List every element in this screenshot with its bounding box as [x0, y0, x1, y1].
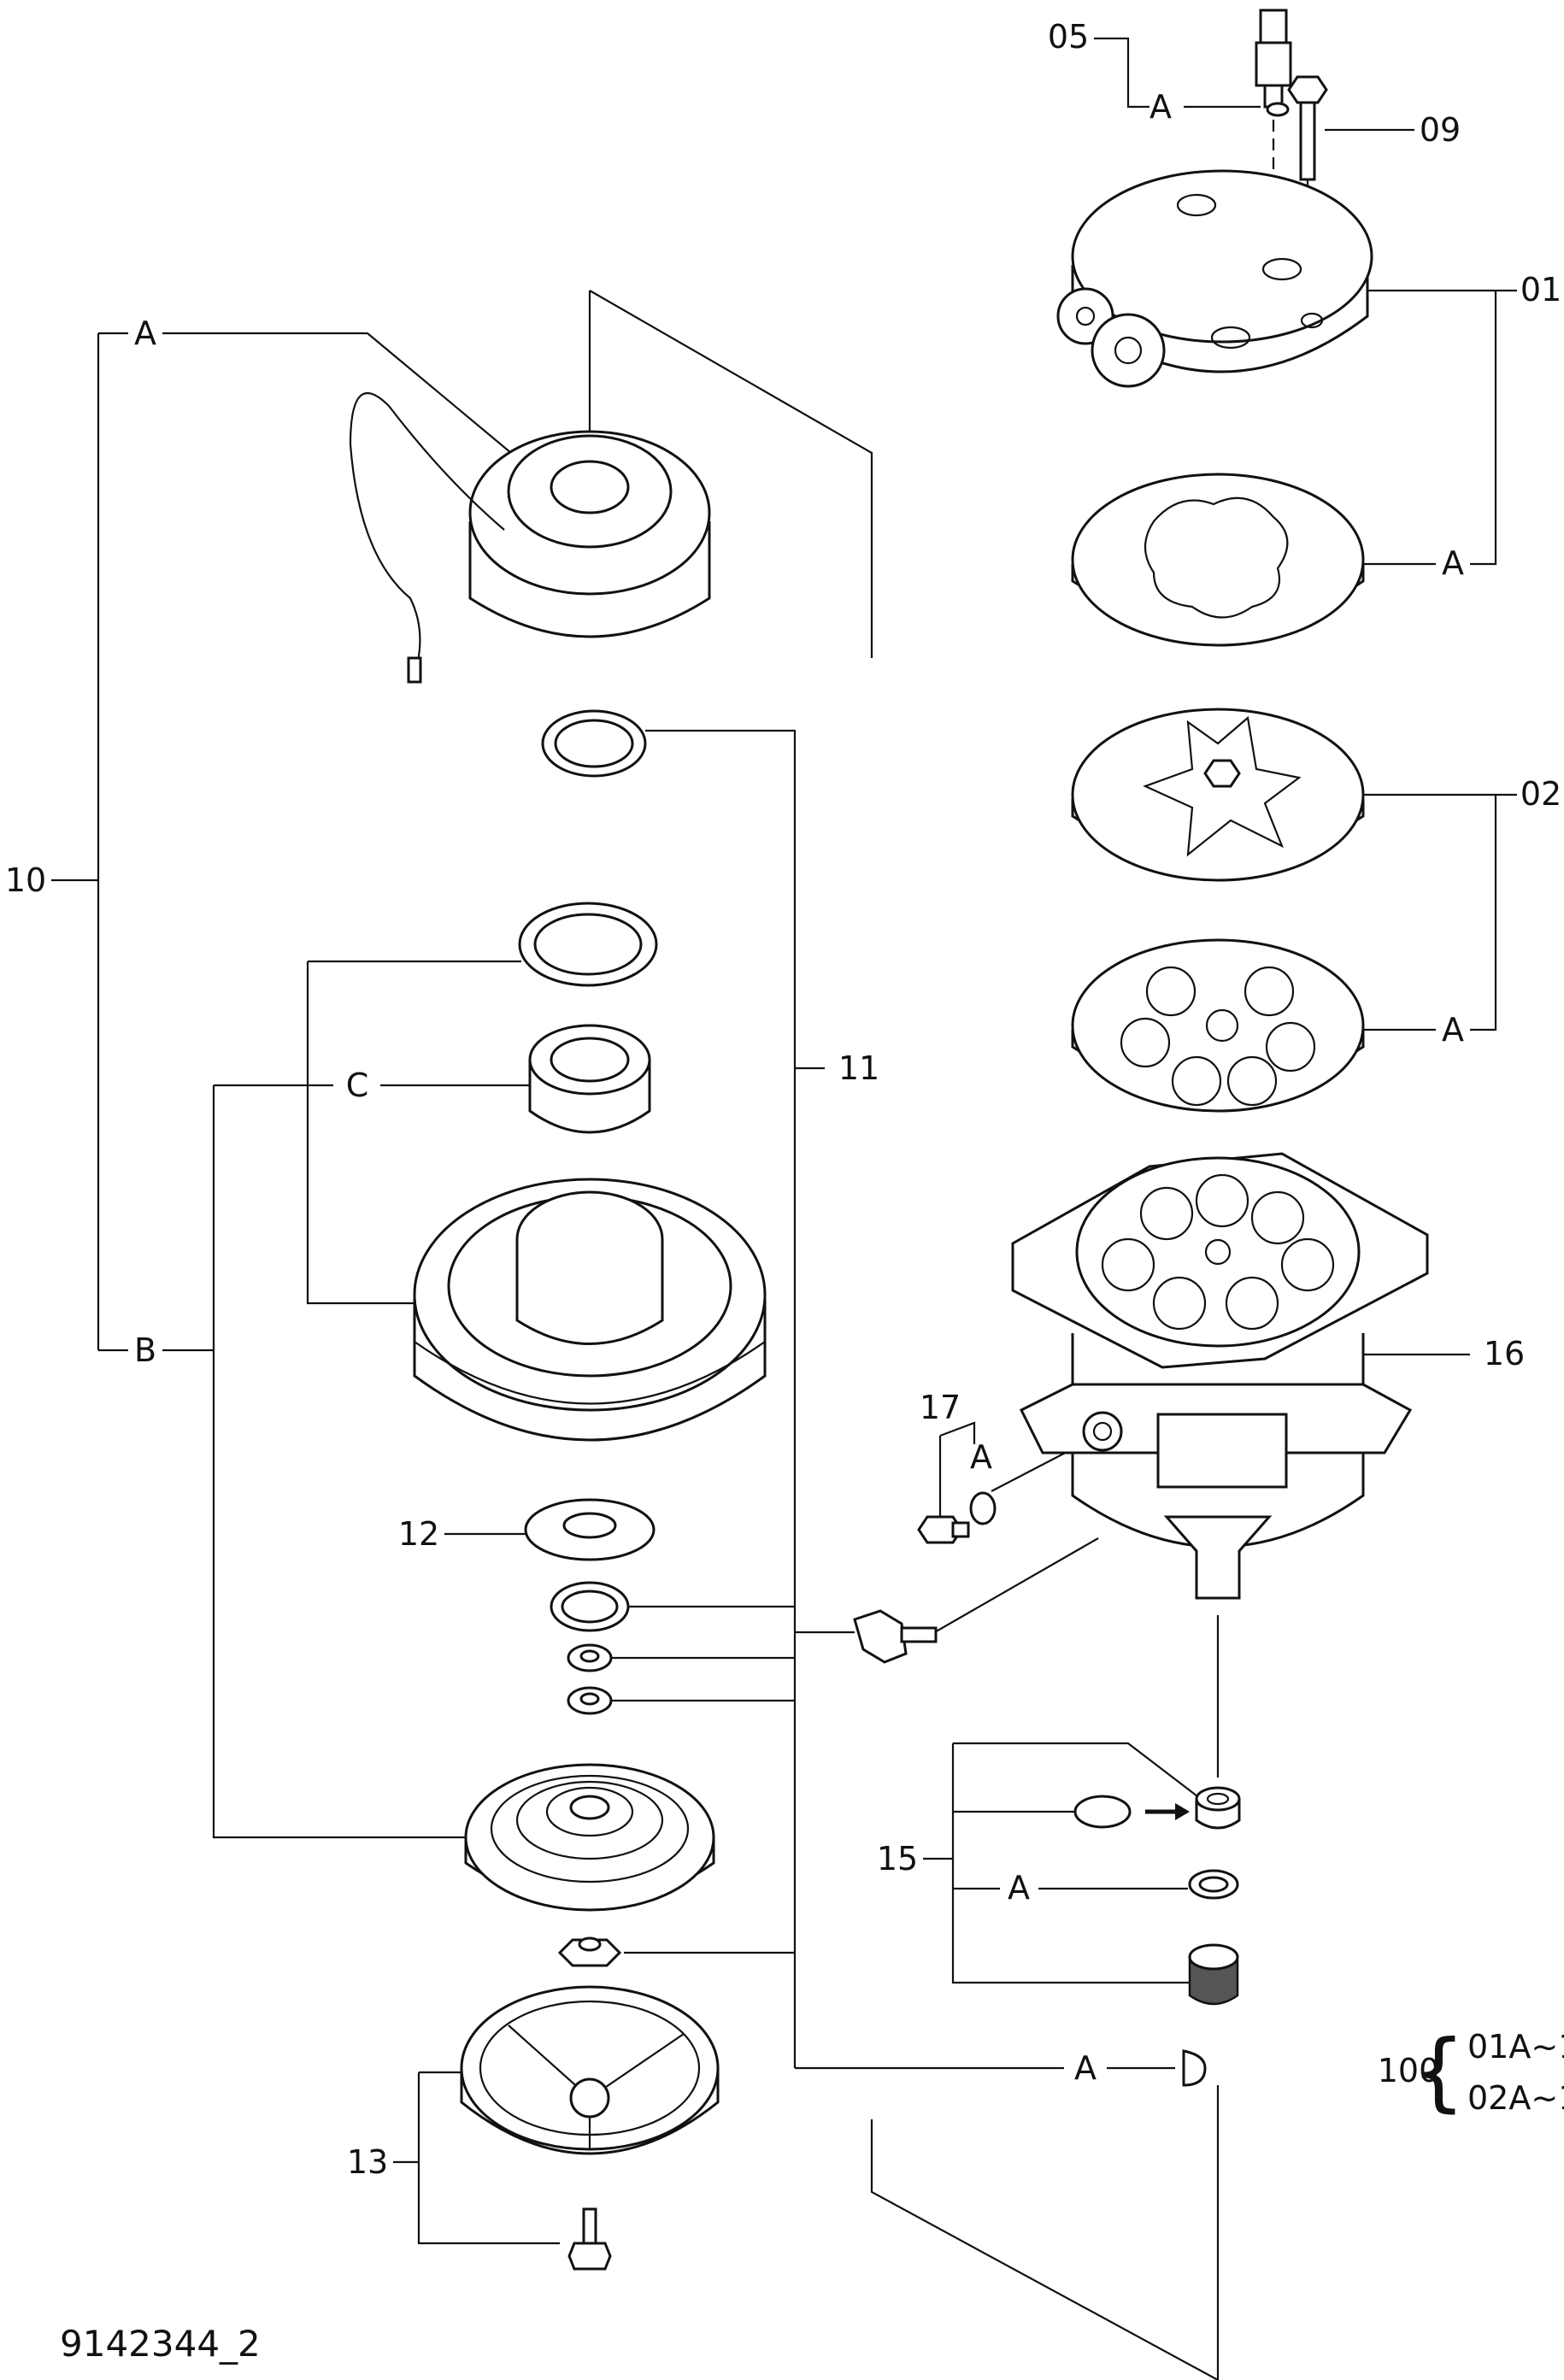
- shim: [524, 1498, 656, 1561]
- seal-retainer: [1188, 1869, 1239, 1900]
- cylinder-head: [1056, 169, 1373, 388]
- sublabel-head-gasket-A: A: [1442, 544, 1464, 582]
- callout-11: 11: [838, 1049, 879, 1087]
- service-valve: [1255, 9, 1292, 109]
- kit-line-1: 01A~1: [1467, 2028, 1564, 2066]
- callout-16: 16: [1484, 1335, 1525, 1372]
- sublabel-coil-A: A: [134, 314, 156, 352]
- snap-ring-upper: [541, 709, 647, 778]
- head-group-leaders: [870, 37, 1517, 2380]
- callout-100: 100: [1378, 2052, 1440, 2089]
- sublabel-drain-A: A: [970, 1438, 992, 1476]
- sublabel-key-A: A: [1074, 2049, 1097, 2087]
- cover-bolt: [567, 2207, 612, 2271]
- o-ring-small: [1266, 102, 1290, 117]
- sublabel-seal-A: A: [1008, 1869, 1030, 1907]
- shaft-seal: [1195, 1786, 1241, 1830]
- armature-plate: [464, 1763, 715, 1912]
- callout-15: 15: [877, 1840, 918, 1878]
- snap-ring-middle: [518, 902, 658, 987]
- compressor-body: [1011, 1152, 1429, 1600]
- shaft-key: [1182, 2049, 1207, 2087]
- sublabel-valve-gasket-A: A: [1442, 1011, 1464, 1049]
- callout-10: 10: [5, 861, 46, 899]
- wire-clamp: [853, 1609, 938, 1664]
- head-bolt: [1287, 75, 1328, 181]
- callout-09: 09: [1420, 111, 1461, 149]
- sublabel-pulley-B: B: [134, 1331, 156, 1369]
- callout-01: 01: [1520, 271, 1561, 309]
- head-gasket: [1071, 473, 1365, 647]
- bearing: [528, 1024, 651, 1134]
- catalog-number: 9142344_2: [60, 2323, 261, 2365]
- callout-12: 12: [398, 1515, 439, 1553]
- pulley: [413, 1178, 767, 1442]
- front-cover: [460, 1985, 720, 2155]
- snap-ring-lower: [550, 1581, 630, 1632]
- kit-brace: {: [1411, 2021, 1466, 2121]
- callout-13: 13: [347, 2143, 388, 2181]
- fastener-group-leaders: [393, 729, 1175, 2245]
- clutch-coil: [349, 391, 711, 684]
- callout-05: 05: [1048, 18, 1089, 56]
- callout-02: 02: [1520, 775, 1561, 813]
- seal-seat: [1188, 1943, 1239, 2006]
- valve-gasket: [1071, 938, 1365, 1113]
- nut: [557, 1936, 622, 1967]
- washer-1: [567, 1643, 613, 1672]
- washer-2: [567, 1686, 613, 1715]
- seal-o-ring: [1073, 1795, 1132, 1829]
- drain-plug: [917, 1515, 970, 1544]
- callout-17: 17: [920, 1389, 961, 1426]
- sublabel-valve-A: A: [1149, 88, 1172, 126]
- clutch-group-leaders: [51, 290, 873, 1839]
- drain-o-ring: [969, 1491, 997, 1525]
- seal-arrow-icon: [1145, 1803, 1190, 1820]
- kit-line-2: 02A~1: [1467, 2079, 1564, 2117]
- valve-plate: [1071, 708, 1365, 882]
- sublabel-bearing-C: C: [346, 1067, 369, 1104]
